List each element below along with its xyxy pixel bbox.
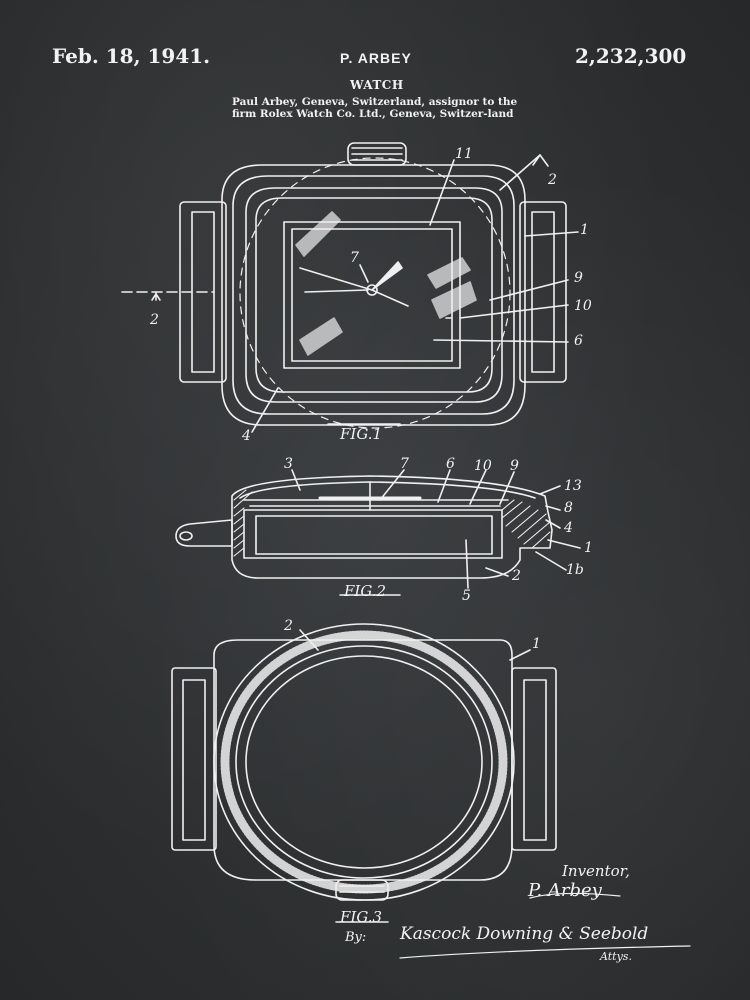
fig2-ref: 13 xyxy=(564,478,582,494)
fig2-ref: 6 xyxy=(446,456,455,472)
fig1-ref: 7 xyxy=(350,250,359,266)
fig2-ref: 4 xyxy=(564,520,573,536)
fig3-ref: 2 xyxy=(284,618,293,634)
fig2-ref: 5 xyxy=(462,588,471,604)
by-label: By: xyxy=(345,930,367,945)
fig1-label: FIG.1 xyxy=(340,425,383,443)
patent-date: Feb. 18, 1941. xyxy=(52,44,211,68)
fig2-ref: 2 xyxy=(512,568,521,584)
fig2-ref: 3 xyxy=(284,456,293,472)
fig1-ref: 10 xyxy=(574,298,592,314)
fig2-drawing xyxy=(176,470,580,595)
fig2-ref: 10 xyxy=(474,458,492,474)
fig1-ref: 6 xyxy=(574,333,583,349)
fig2-ref: 8 xyxy=(564,500,573,516)
fig1-drawing xyxy=(122,143,578,432)
fig2-ref: 9 xyxy=(510,458,519,474)
attorney-suffix: Attys. xyxy=(600,950,632,963)
signature-flourish xyxy=(400,893,690,958)
fig2-ref: 7 xyxy=(400,456,409,472)
fig2-label: FIG.2 xyxy=(344,582,387,600)
fig1-ref: 1 xyxy=(580,222,589,238)
fig1-ref: 11 xyxy=(455,146,473,162)
patent-title: WATCH xyxy=(350,78,404,92)
inventor-signature: P. Arbey xyxy=(528,880,602,901)
fig1-ref: 2 xyxy=(548,172,557,188)
fig2-ref: 1 xyxy=(584,540,593,556)
patent-description: Paul Arbey, Geneva, Switzerland, assigno… xyxy=(232,96,518,120)
fig3-ref: 1 xyxy=(532,636,541,652)
fig1-ref: 2 xyxy=(150,312,159,328)
fig1-ref: 4 xyxy=(242,428,251,444)
fig3-drawing xyxy=(172,624,556,922)
patent-number: 2,232,300 xyxy=(575,44,687,68)
attorney-signature: Kascock Downing & Seebold xyxy=(400,924,649,944)
inventor-label: Inventor, xyxy=(562,862,630,880)
fig1-ref: 9 xyxy=(574,270,583,286)
inventor-name: P. ARBEY xyxy=(340,50,412,66)
fig3-label: FIG.3 xyxy=(340,908,383,926)
fig2-ref: 1b xyxy=(566,562,584,578)
